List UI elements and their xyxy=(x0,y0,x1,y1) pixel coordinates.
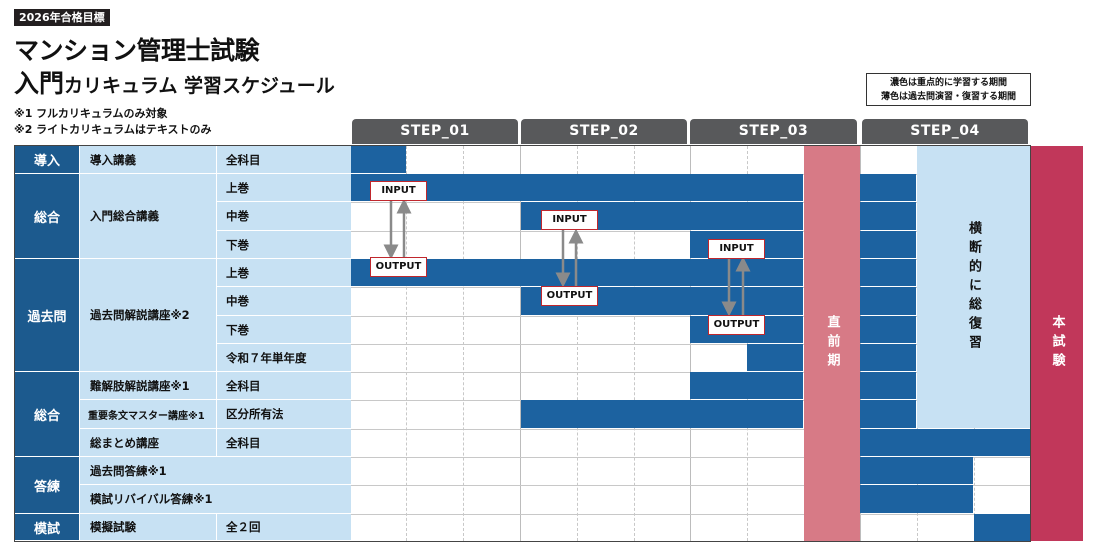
lecture-moshi-revival: 模試リバイバル答練※1 xyxy=(79,485,351,514)
category-moshi: 模試 xyxy=(15,514,79,541)
category-kakomon: 過去問 xyxy=(15,259,79,372)
grid-vline xyxy=(860,146,861,541)
note-2: ※2 ライトカリキュラムはテキストのみ xyxy=(14,123,212,136)
volume-sogo-lower: 下巻 xyxy=(216,231,351,259)
bar-mogi-shiken xyxy=(974,514,1030,541)
legend-light: 薄色は過去問演習・復習する期間 xyxy=(880,92,1016,102)
bar-s4-kakomon-r7 xyxy=(860,344,916,371)
volume-sogo-upper: 上巻 xyxy=(216,174,351,202)
bar-jobun xyxy=(521,400,803,428)
chokuzen-label: 直前期 xyxy=(824,315,840,372)
target-year-badge: 2026年合格目標 xyxy=(14,9,110,26)
legend-box: 濃色は重点的に学習する期間 薄色は過去問演習・復習する期間 xyxy=(866,73,1031,106)
bar-s4-kakomon-middle xyxy=(860,287,916,315)
grid-hline xyxy=(351,514,1030,515)
honshiken-column: 本試験 xyxy=(1031,146,1083,541)
grid-vline xyxy=(690,146,691,541)
volume-intro: 全科目 xyxy=(216,146,351,174)
volume-kakomon-lower: 下巻 xyxy=(216,316,351,344)
lecture-jobun-master: 重要条文マスター講座※1 xyxy=(79,400,216,429)
category-sogo-2: 総合 xyxy=(15,372,79,457)
volume-kakomon-upper: 上巻 xyxy=(216,259,351,287)
grid-vline xyxy=(520,146,521,541)
bar-kakomon-r7 xyxy=(747,344,803,371)
bar-s4-sogo-lower xyxy=(860,231,916,258)
category-sogo-1: 総合 xyxy=(15,174,79,259)
volume-kakomon-middle: 中巻 xyxy=(216,287,351,316)
bar-kakomon-toren xyxy=(860,457,973,484)
output-box-3: OUTPUT xyxy=(708,315,765,335)
bar-s4-kakomon-lower xyxy=(860,316,916,343)
bar-s4-sogo-upper xyxy=(860,174,916,201)
legend-dark: 濃色は重点的に学習する期間 xyxy=(889,78,1007,88)
bar-s4-kakomon-upper xyxy=(860,259,916,286)
chokuzen-column: 直前期 xyxy=(804,146,860,541)
honshiken-label: 本試験 xyxy=(1049,315,1065,372)
bar-s4-nankaishi xyxy=(860,372,916,399)
grid-vline xyxy=(747,146,748,541)
subtitle-main: 入門 xyxy=(14,69,65,98)
page-subtitle: 入門カリキュラム 学習スケジュール xyxy=(14,64,335,100)
output-box-2: OUTPUT xyxy=(541,286,598,306)
grid-vline xyxy=(634,146,635,541)
output-box-1: OUTPUT xyxy=(370,257,427,277)
grid-hline xyxy=(351,429,1030,430)
step-header-4: STEP_04 xyxy=(862,119,1028,144)
volume-mogi: 全２回 xyxy=(216,514,351,541)
bar-moshi-revival xyxy=(860,485,973,513)
bar-nankaishi xyxy=(690,372,803,399)
notes: ※1 フルカリキュラムのみ対象 ※2 ライトカリキュラムはテキストのみ xyxy=(14,106,212,138)
bar-intro xyxy=(351,146,406,173)
lecture-intro: 導入講義 xyxy=(79,146,216,174)
grid-vline xyxy=(406,146,407,541)
bar-s4-jobun xyxy=(860,400,916,428)
grid-vline xyxy=(463,146,464,541)
bar-matome xyxy=(860,429,1030,456)
grid-hline xyxy=(351,344,1030,345)
note-1: ※1 フルカリキュラムのみ対象 xyxy=(14,107,168,120)
lecture-mogi-shiken: 模擬試験 xyxy=(79,514,216,541)
input-box-2: INPUT xyxy=(541,210,598,230)
volume-jobun: 区分所有法 xyxy=(216,400,351,429)
bar-s4-sogo-middle xyxy=(860,202,916,230)
lecture-kakomon-kaisetsu: 過去問解説講座※2 xyxy=(79,259,216,372)
page-title: マンション管理士試験 xyxy=(14,36,260,65)
volume-sogo-middle: 中巻 xyxy=(216,202,351,231)
category-toren: 答練 xyxy=(15,457,79,514)
category-intro: 導入 xyxy=(15,146,79,174)
lecture-nankaishi: 難解肢解説講座※1 xyxy=(79,372,216,400)
input-box-1: INPUT xyxy=(370,181,427,201)
lecture-nyumon-sogo: 入門総合講義 xyxy=(79,174,216,259)
volume-nankaishi: 全科目 xyxy=(216,372,351,400)
input-box-3: INPUT xyxy=(708,239,765,259)
lecture-matome: 総まとめ講座 xyxy=(79,429,216,457)
oudan-label: 横断的に総復習 xyxy=(966,220,981,354)
step-header-1: STEP_01 xyxy=(352,119,518,144)
grid-hline xyxy=(351,457,1030,458)
lecture-kakomon-toren: 過去問答練※1 xyxy=(79,457,351,485)
step-header-2: STEP_02 xyxy=(521,119,687,144)
schedule-table-frame xyxy=(14,145,1031,542)
volume-matome: 全科目 xyxy=(216,429,351,457)
subtitle-rest: カリキュラム 学習スケジュール xyxy=(64,75,335,97)
grid-vline xyxy=(577,146,578,541)
grid-hline xyxy=(351,485,1030,486)
oudan-column: 横断的に総復習 xyxy=(917,146,1030,428)
step-header-3: STEP_03 xyxy=(690,119,857,144)
volume-kakomon-r7: 令和７年単年度 xyxy=(216,344,351,372)
